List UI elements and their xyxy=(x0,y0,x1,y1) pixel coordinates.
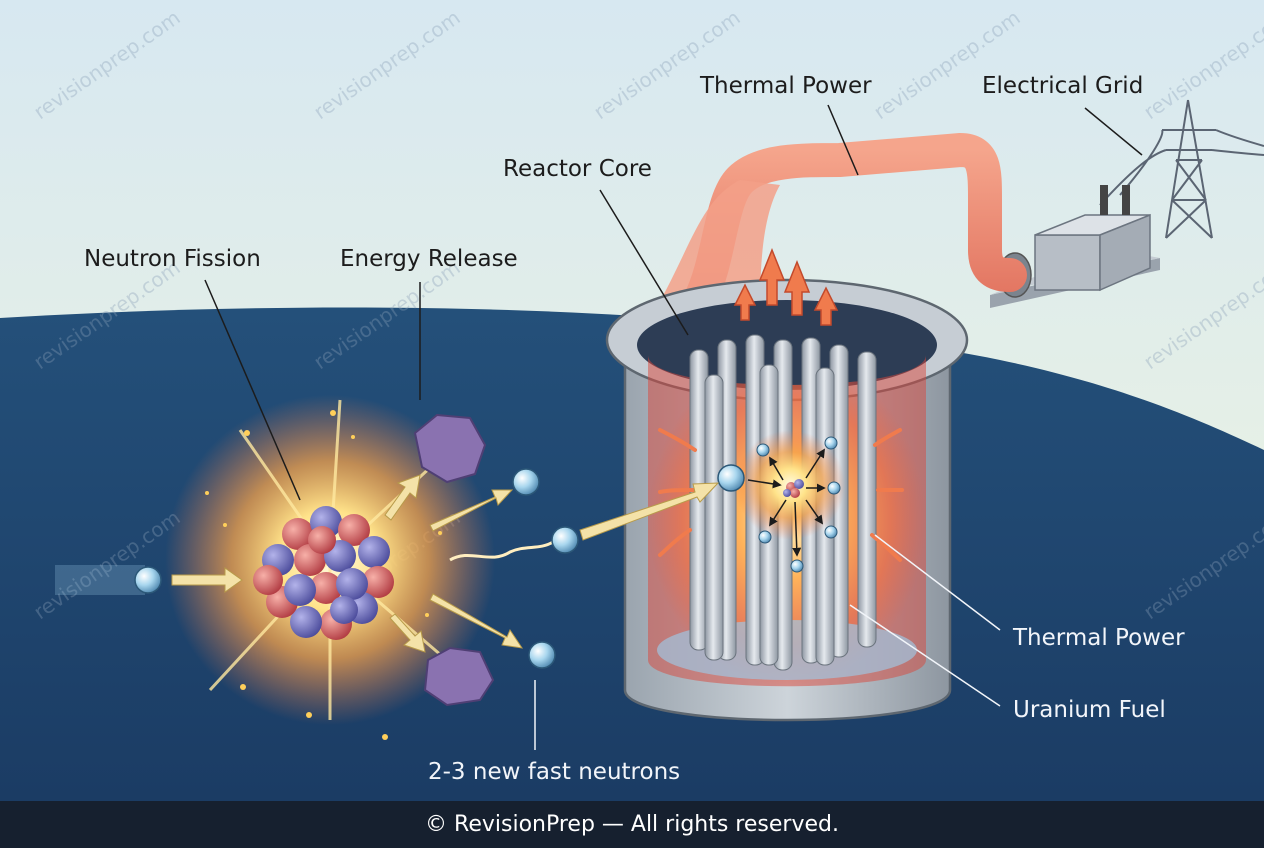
leader-lines-dark xyxy=(204,104,1143,501)
copyright-footer: © RevisionPrep — All rights reserved. xyxy=(0,801,1264,848)
radiating-heat-arrows xyxy=(658,428,904,562)
neutron-arrow-lower xyxy=(429,593,524,649)
uranium-nucleus xyxy=(253,506,394,640)
label-new-neutrons: 2-3 new fast neutrons xyxy=(428,759,681,785)
fragment-arrow-bottom xyxy=(389,613,426,653)
energy-wave xyxy=(449,540,554,562)
energy-sparks xyxy=(205,410,442,740)
leader-reactor-core xyxy=(599,189,689,336)
incoming-neutron-core xyxy=(717,464,745,492)
label-electrical-grid: Electrical Grid xyxy=(982,73,1144,99)
leader-thermal-power-top xyxy=(827,104,859,176)
fragment-arrow-top xyxy=(384,474,421,521)
chain-arrow-to-core xyxy=(579,482,720,541)
emitted-neutron-3 xyxy=(528,641,556,669)
emitted-neutron-1 xyxy=(512,468,540,496)
neutron-arrow-upper xyxy=(429,489,514,532)
fission-fragment-top xyxy=(413,413,487,484)
leader-thermal-power-side xyxy=(874,534,1001,631)
emitted-neutron-2 xyxy=(551,526,579,554)
label-reactor-core: Reactor Core xyxy=(503,156,652,182)
label-neutron-fission: Neutron Fission xyxy=(84,246,261,272)
core-chain-reaction xyxy=(717,436,841,573)
label-uranium-fuel: Uranium Fuel xyxy=(1013,697,1166,723)
incoming-neutron xyxy=(134,566,162,594)
label-thermal-power-top: Thermal Power xyxy=(700,73,872,99)
neutron-trail xyxy=(55,565,145,595)
fission-event xyxy=(55,395,720,740)
label-thermal-power-side: Thermal Power xyxy=(1013,625,1185,651)
rising-heat-arrows xyxy=(733,247,839,326)
leader-neutron-fission xyxy=(204,279,301,501)
leader-uranium-fuel xyxy=(849,604,1001,707)
transmission-tower xyxy=(1099,99,1264,239)
fission-fragment-bottom xyxy=(423,646,495,707)
label-energy-release: Energy Release xyxy=(340,246,518,272)
leader-electrical-grid xyxy=(1084,107,1143,156)
leader-lines-light xyxy=(534,534,1001,750)
copyright-text: © RevisionPrep — All rights reserved. xyxy=(425,812,839,837)
incoming-arrow xyxy=(171,567,243,593)
